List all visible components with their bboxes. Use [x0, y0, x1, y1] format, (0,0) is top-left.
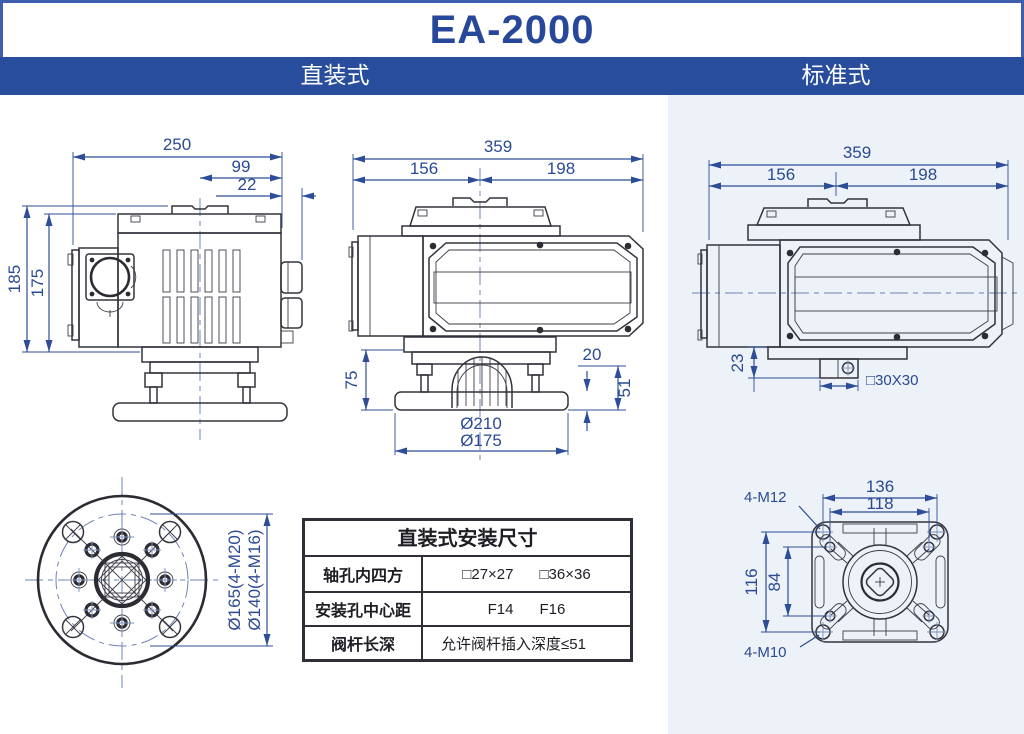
table-value: F14 [487, 600, 514, 618]
table-row: 阀杆长深 允许阀杆插入深度≤51 [305, 625, 630, 659]
dim-22: 22 [238, 175, 257, 194]
dim-359-standard: 359 [843, 143, 871, 162]
page-title: EA-2000 [429, 7, 595, 52]
table-value: □27×27 [462, 565, 514, 583]
table-row-values: 允许阀杆插入深度≤51 [423, 627, 630, 659]
dim-d175: Ø175 [460, 431, 502, 450]
dim-84: 84 [765, 573, 784, 592]
dim-185: 185 [5, 265, 24, 293]
square-shaft-label: □30X30 [866, 372, 918, 389]
table-row-values: □27×27 □36×36 [423, 557, 630, 591]
side-view-direct: 359 156 198 75 20 51 Ø210 Ø175 [342, 137, 644, 460]
dim-51: 51 [615, 379, 634, 398]
round-flange-inner-label: Ø140(4-M16) [245, 529, 264, 630]
dim-23: 23 [728, 354, 747, 373]
dim-20: 20 [583, 345, 602, 364]
square-flange-ribs [830, 528, 930, 636]
table-row: 安装孔中心距 F14 F16 [305, 591, 630, 625]
table-row-label: 安装孔中心距 [305, 593, 423, 625]
dim-99: 99 [232, 157, 251, 176]
dim-116: 116 [742, 568, 761, 595]
table-row: 轴孔内四方 □27×27 □36×36 [305, 557, 630, 591]
dim-118: 118 [866, 494, 893, 513]
mount-table-title: 直装式安装尺寸 [305, 521, 630, 557]
bolts-bottom-label: 4-M10 [744, 644, 787, 661]
dim-198-direct: 198 [547, 159, 575, 178]
yoke-ribs [457, 357, 507, 406]
header-bar [0, 57, 1024, 95]
dim-156-direct: 156 [410, 159, 438, 178]
front-view: 250 99 22 185 175 [5, 135, 316, 440]
round-flange-outer-label: Ø165(4-M20) [225, 529, 244, 630]
table-row-label: 轴孔内四方 [305, 557, 423, 591]
dim-d210: Ø210 [460, 414, 502, 433]
dim-156-standard: 156 [767, 165, 795, 184]
dim-359-direct: 359 [484, 137, 512, 156]
table-row-label: 阀杆长深 [305, 627, 423, 659]
round-flange-view: Ø165(4-M20) Ø140(4-M16) [25, 477, 273, 688]
bolts-top-label: 4-M12 [744, 489, 787, 506]
square-flange-inner-holes [823, 540, 936, 623]
side-view-standard: 359 156 198 23 □30X30 [692, 143, 1022, 392]
table-row-values: F14 F16 [423, 593, 630, 625]
tab-direct-mount: 直装式 [300, 62, 370, 88]
square-flange-view: 136 118 116 84 4-M12 4-M10 [742, 477, 949, 661]
front-view-ribs [162, 249, 241, 344]
title-band: EA-2000 [0, 0, 1024, 57]
mount-table: 直装式安装尺寸 轴孔内四方 □27×27 □36×36 安装孔中心距 F14 F… [302, 518, 633, 662]
dim-250: 250 [163, 135, 191, 154]
dim-75: 75 [342, 371, 361, 390]
dim-198-standard: 198 [909, 165, 937, 184]
table-value: □36×36 [539, 565, 591, 583]
tab-standard: 标准式 [801, 62, 871, 88]
dim-136: 136 [866, 477, 894, 496]
dim-175: 175 [28, 269, 47, 297]
flange-bolt-holes [61, 520, 182, 639]
table-value: 允许阀杆插入深度≤51 [441, 635, 586, 653]
table-value: F16 [539, 600, 566, 618]
